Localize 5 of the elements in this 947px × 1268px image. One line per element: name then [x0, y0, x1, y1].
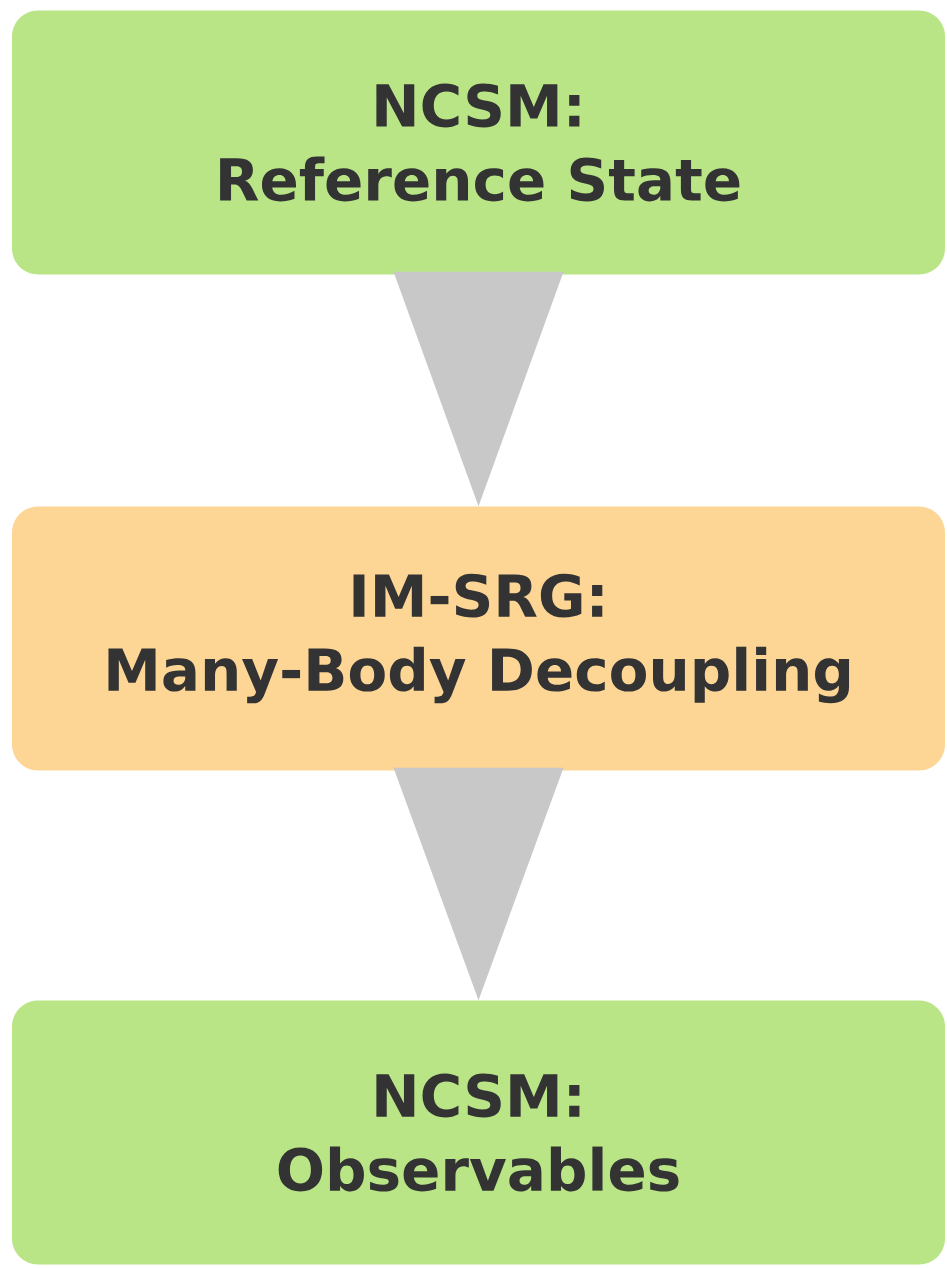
arrow — [393, 767, 564, 1001]
process-box: NCSM: Reference State — [12, 10, 945, 275]
process-box: IM-SRG: Many-Body Decoupling — [12, 506, 945, 771]
process-box: NCSM: Observables — [12, 1000, 945, 1265]
arrow — [393, 271, 564, 507]
